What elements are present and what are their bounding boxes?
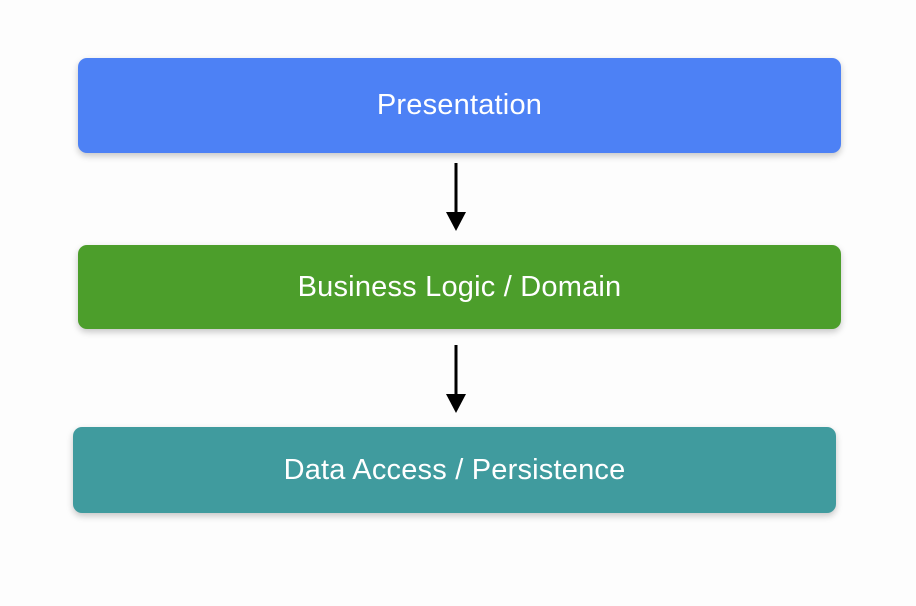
layer-label-presentation: Presentation bbox=[376, 89, 543, 121]
arrow-head-icon bbox=[446, 212, 466, 231]
layer-box-business-logic[interactable]: Business Logic / Domain bbox=[78, 245, 841, 329]
layer-label-business-logic: Business Logic / Domain bbox=[297, 270, 622, 303]
layer-box-data-access[interactable]: Data Access / Persistence bbox=[73, 427, 836, 513]
layer-label-data-access: Data Access / Persistence bbox=[283, 453, 626, 486]
arrow-business-to-data bbox=[446, 345, 466, 413]
arrow-head-icon bbox=[446, 394, 466, 413]
layer-box-presentation[interactable]: Presentation bbox=[78, 58, 841, 153]
arrow-presentation-to-business bbox=[446, 163, 466, 231]
